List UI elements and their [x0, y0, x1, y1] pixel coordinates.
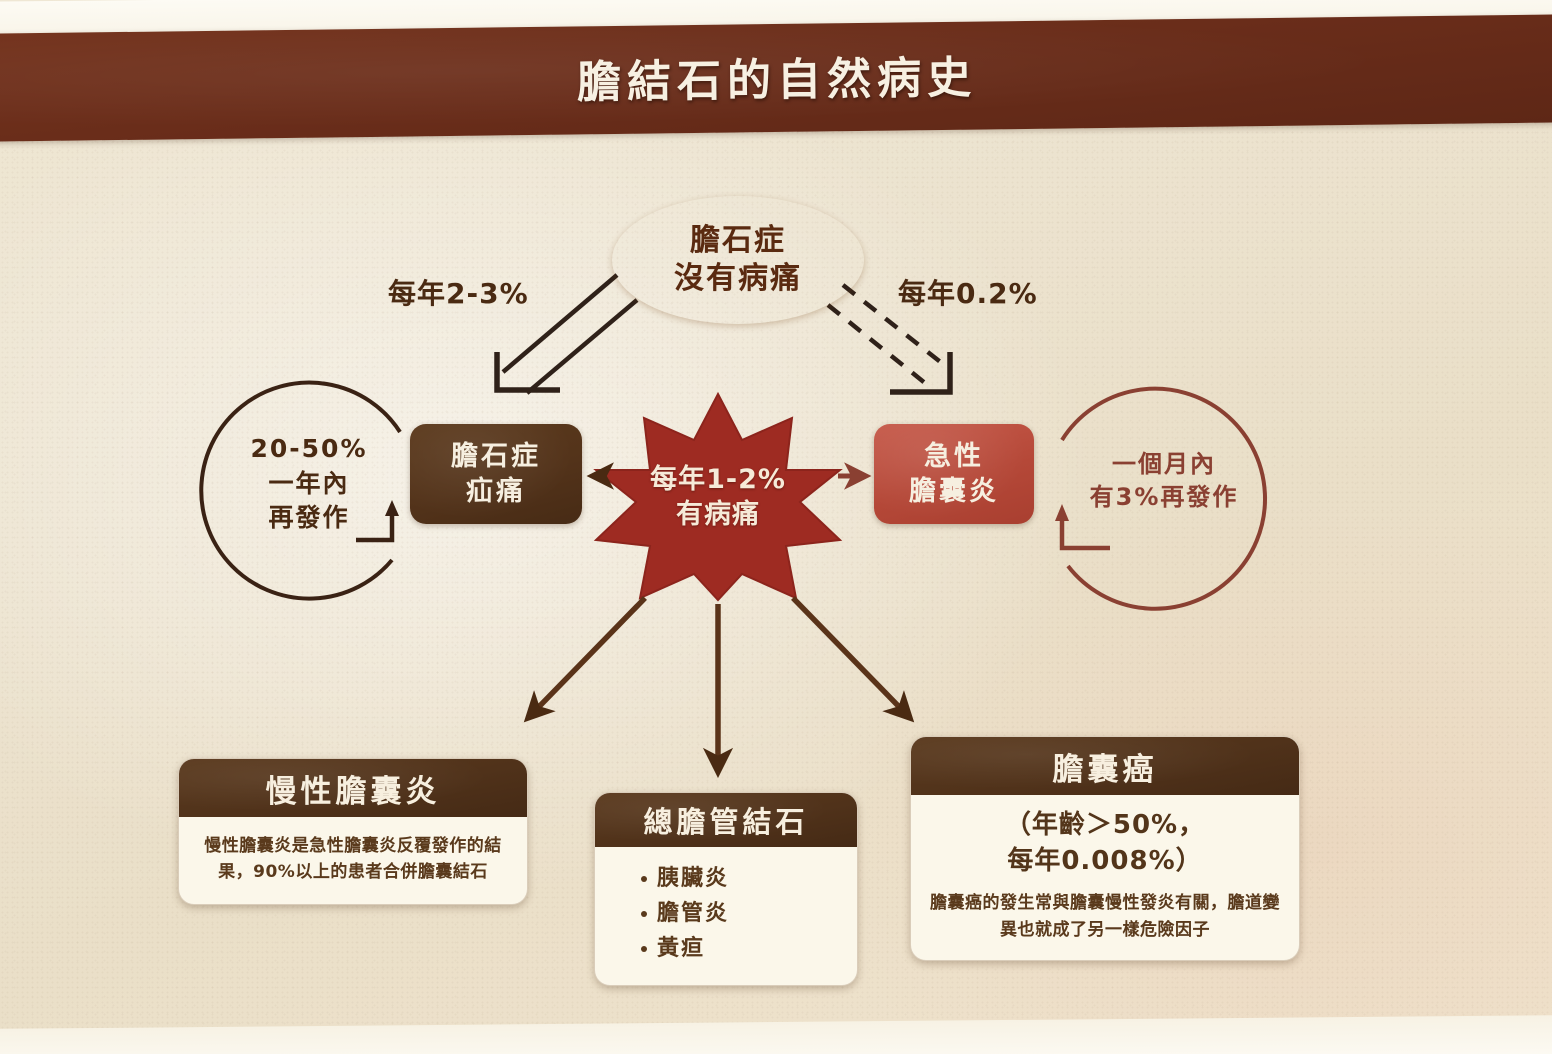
list-item: 膽管炎	[641, 896, 847, 931]
node-asymptomatic-line2: 沒有病痛	[674, 261, 802, 296]
bullet-dot-icon	[641, 910, 647, 917]
card-gallbladder-cancer-title: 膽囊癌	[911, 737, 1299, 795]
card-chronic-cholecystitis[interactable]: 慢性膽囊炎 慢性膽囊炎是急性膽囊炎反覆發作的結果，90%以上的患者合併膽囊結石	[178, 758, 528, 905]
card-gallbladder-cancer[interactable]: 膽囊癌 （年齡＞50%， 每年0.008%） 膽囊癌的發生常與膽囊慢性發炎有關，…	[910, 736, 1300, 962]
card-chronic-cholecystitis-title: 慢性膽囊炎	[179, 759, 527, 817]
card-gallbladder-cancer-note: 膽囊癌的發生常與膽囊慢性發炎有關，膽道變異也就成了另一樣危險因子	[930, 892, 1280, 940]
edge-symptomatic-to-chronic	[523, 596, 647, 723]
node-biliary-colic[interactable]: 膽石症 疝痛	[410, 424, 582, 524]
node-asymptomatic-line1: 膽石症	[690, 223, 786, 259]
card-gallbladder-cancer-stat-line2: 每年0.008%）	[1007, 846, 1203, 877]
node-acute-cholecystitis-line1: 急性	[924, 440, 984, 472]
node-symptomatic-line1: 每年1-2%	[650, 463, 786, 495]
card-cbd-stone-title: 總膽管結石	[595, 793, 857, 847]
page-title: 膽結石的自然病史	[576, 52, 978, 109]
loop-right-label: 一個月內 有3%再發作	[1058, 448, 1270, 514]
list-item: 黃疸	[641, 931, 847, 966]
card-cbd-stone[interactable]: 總膽管結石 胰臟炎 膽管炎 黃疸	[594, 792, 858, 986]
loop-left-line2: 一年內	[268, 468, 350, 498]
card-cbd-stone-body: 胰臟炎 膽管炎 黃疸	[595, 847, 857, 985]
bullet-dot-icon	[641, 875, 647, 882]
node-acute-cholecystitis[interactable]: 急性 膽囊炎	[874, 424, 1034, 524]
list-item: 胰臟炎	[641, 861, 847, 896]
edge-label-annual-0-2-percent: 每年0.2%	[898, 277, 1038, 310]
node-biliary-colic-line2: 疝痛	[466, 476, 526, 507]
edge-label-annual-2-3-percent: 每年2-3%	[388, 277, 529, 310]
card-cbd-stone-item-0: 胰臟炎	[657, 866, 730, 891]
node-biliary-colic-line1: 膽石症	[451, 440, 541, 472]
bullet-dot-icon	[641, 945, 647, 952]
loop-left-label: 20-50% 一年內 再發作	[214, 432, 404, 536]
card-gallbladder-cancer-stat-line1: （年齡＞50%，	[1004, 810, 1206, 840]
edge-symptomatic-to-gbca	[791, 596, 915, 723]
node-symptomatic-line2: 有病痛	[676, 499, 760, 530]
card-cbd-stone-item-1: 膽管炎	[657, 901, 730, 927]
card-gallbladder-cancer-body: （年齡＞50%， 每年0.008%） 膽囊癌的發生常與膽囊慢性發炎有關，膽道變異…	[911, 795, 1299, 960]
node-symptomatic-gallstones[interactable]: 每年1-2% 有病痛	[596, 394, 840, 600]
loop-right-line2: 有3%再發作	[1089, 483, 1239, 512]
loop-left-line3: 再發作	[268, 503, 350, 532]
card-cbd-stone-item-2: 黃疸	[657, 936, 706, 962]
node-asymptomatic-gallstones[interactable]: 膽石症 沒有病痛	[612, 196, 864, 324]
loop-right-line1: 一個月內	[1112, 450, 1216, 478]
title-banner: 膽結石的自然病史	[0, 14, 1552, 142]
node-acute-cholecystitis-line2: 膽囊炎	[909, 476, 999, 507]
page-bottom-margin	[0, 1015, 1552, 1054]
loop-left-line1: 20-50%	[250, 434, 368, 463]
card-chronic-cholecystitis-body: 慢性膽囊炎是急性膽囊炎反覆發作的結果，90%以上的患者合併膽囊結石	[204, 836, 502, 883]
